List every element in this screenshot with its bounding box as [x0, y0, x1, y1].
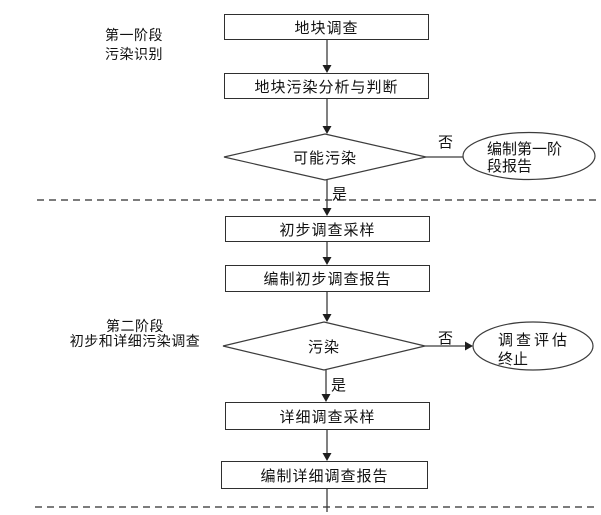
connector-lines — [325, 40, 466, 512]
terminal-ellipse-stage1-report — [462, 131, 596, 181]
stage2-label: 第二阶段 初步和详细污染调查 — [65, 319, 205, 349]
terminal-label-stage1-report: 编制第一阶 段报告 — [487, 141, 562, 175]
arrowhead-down-icon — [322, 65, 332, 73]
stage1-label: 第一阶段 污染识别 — [100, 26, 168, 64]
process-box-site-survey: 地块调查 — [224, 14, 429, 40]
edge-label-yes-1: 是 — [332, 186, 348, 203]
stage1-label-line1: 第一阶段 — [105, 27, 163, 43]
arrowhead-down-icon — [322, 453, 332, 461]
arrowhead-down-icon — [321, 394, 331, 402]
decision-diamond-possible-pollution — [223, 133, 427, 181]
terminal-label-end: 调查评估 终止 — [498, 331, 570, 369]
process-box-pollution-analysis: 地块污染分析与判断 — [224, 73, 429, 99]
arrowhead-down-icon — [322, 208, 332, 216]
process-box-preliminary-sampling: 初步调查采样 — [225, 216, 430, 242]
terminal-stage1-report-line2: 段报告 — [487, 158, 533, 175]
decision-label-pollution: 污染 — [307, 338, 340, 356]
edge-label-no-2: 否 — [438, 330, 454, 347]
arrowhead-down-icon — [322, 126, 332, 134]
terminal-end-line1: 调查评估 — [498, 332, 571, 349]
stage2-label-line1: 第二阶段 — [106, 318, 164, 334]
terminal-end-line2: 终止 — [498, 351, 529, 368]
arrowhead-right-icon — [465, 341, 473, 351]
decision-diamond-pollution — [222, 321, 426, 371]
stage2-label-line2: 初步和详细污染调查 — [69, 333, 201, 349]
terminal-ellipse-end — [472, 321, 594, 371]
stage1-label-line2: 污染识别 — [105, 46, 163, 62]
arrowhead-down-icon — [322, 257, 332, 265]
edge-label-yes-2: 是 — [331, 377, 347, 394]
terminal-stage1-report-line1: 编制第一阶 — [487, 141, 563, 158]
process-box-detailed-report: 编制详细调查报告 — [221, 461, 428, 489]
process-box-detailed-sampling: 详细调查采样 — [225, 402, 430, 430]
arrowhead-down-icon — [322, 314, 332, 322]
edge-label-no-1: 否 — [438, 134, 454, 151]
arrowheads — [321, 65, 473, 461]
decision-label-possible-pollution: 可能污染 — [292, 149, 357, 167]
process-box-preliminary-report: 编制初步调查报告 — [225, 265, 430, 292]
